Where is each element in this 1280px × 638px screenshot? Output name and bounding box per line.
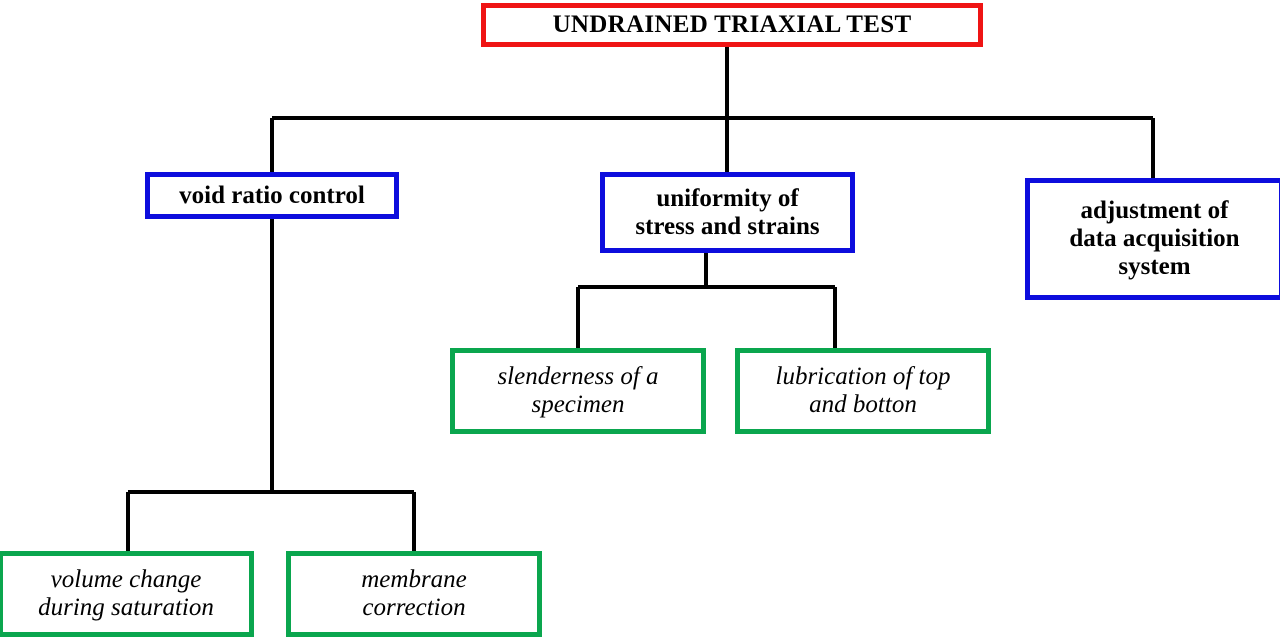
node-undrained-triaxial-test-label: UNDRAINED TRIAXIAL TEST [552,11,912,38]
node-void-ratio-control-label: void ratio control [179,181,365,209]
node-adjustment-of-data-acquisition-system-label: adjustment of data acquisition system [1069,197,1240,280]
node-membrane-correction-label: membrane correction [361,566,467,621]
node-void-ratio-control[interactable]: void ratio control [145,172,399,219]
node-membrane-correction[interactable]: membrane correction [286,551,542,637]
node-lubrication-of-top-and-botton-label: lubrication of top and botton [775,363,951,418]
node-undrained-triaxial-test[interactable]: UNDRAINED TRIAXIAL TEST [481,3,983,47]
node-volume-change-during-saturation[interactable]: volume change during saturation [0,551,254,637]
node-uniformity-of-stress-and-strains-label: uniformity of stress and strains [635,184,820,240]
node-uniformity-of-stress-and-strains[interactable]: uniformity of stress and strains [600,172,855,253]
node-slenderness-of-a-specimen[interactable]: slenderness of a specimen [450,348,706,434]
node-adjustment-of-data-acquisition-system[interactable]: adjustment of data acquisition system [1025,178,1280,300]
node-lubrication-of-top-and-botton[interactable]: lubrication of top and botton [735,348,991,434]
node-slenderness-of-a-specimen-label: slenderness of a specimen [497,363,659,418]
node-volume-change-during-saturation-label: volume change during saturation [38,566,214,621]
